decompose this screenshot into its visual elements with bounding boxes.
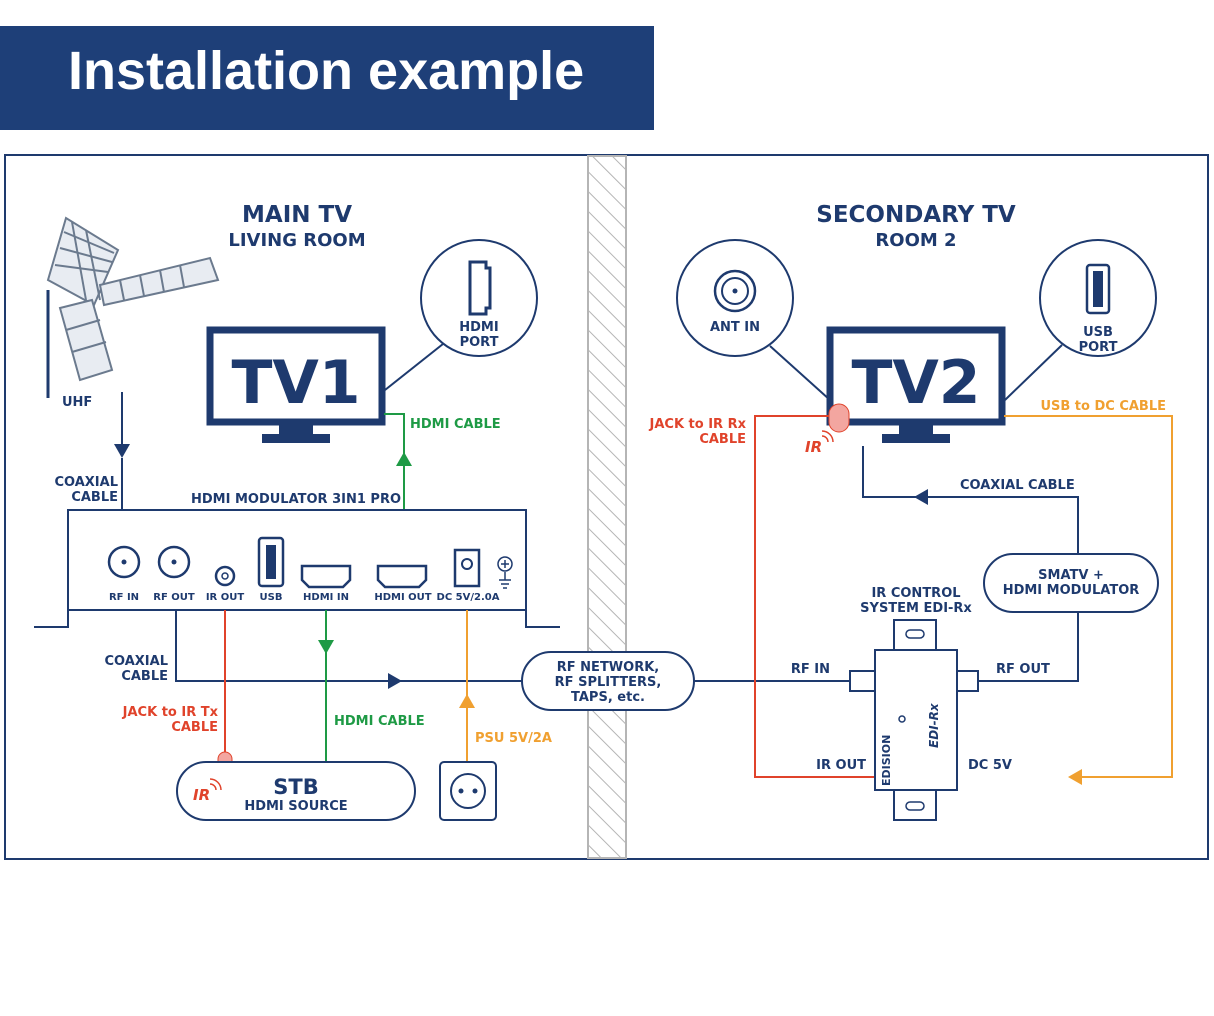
psu-label: PSU 5V/2A — [475, 731, 552, 746]
ir-out-port-icon — [214, 565, 236, 587]
tv1-label: TV1 — [231, 348, 360, 418]
tv2-label: TV2 — [851, 348, 980, 418]
ground-icon — [497, 556, 513, 589]
tv2-ir-badge: IR — [805, 438, 822, 456]
modulator-port-label: RF IN — [109, 592, 139, 603]
usb-port-callout-line — [1004, 344, 1063, 401]
usb-dc-cable-line — [1004, 415, 1173, 778]
ant-in-label: ANT IN — [710, 320, 760, 335]
dc-5v-label: DC 5V — [968, 758, 1012, 773]
rf-network-label-2: RF SPLITTERS, — [555, 675, 662, 690]
ir-control-label-2: SYSTEM EDI-Rx — [860, 601, 972, 616]
hdmi-cable-bottom-label: HDMI CABLE — [334, 714, 425, 729]
modulator-port-label: RF OUT — [153, 592, 195, 603]
hdmi-cable-top-label: HDMI CABLE — [410, 417, 501, 432]
smatv-label-2: HDMI MODULATOR — [1003, 583, 1140, 598]
stb-subtitle: HDMI SOURCE — [244, 799, 347, 814]
stb-title: STB — [273, 775, 318, 799]
coaxial-cable-tv2-line — [862, 446, 1079, 554]
rf-out-label: RF OUT — [996, 662, 1050, 677]
page-title: Installation example — [68, 41, 585, 101]
jack-ir-tx-label-1: JACK to IR Tx — [122, 705, 219, 720]
jack-ir-tx-label-2: CABLE — [171, 720, 218, 735]
coaxial-cable-rf-line — [175, 610, 522, 682]
hdmi-cable-tv1-line — [384, 413, 405, 510]
jack-ir-rx-label-2: CABLE — [699, 432, 746, 447]
modulator-port-label: HDMI OUT — [374, 592, 431, 603]
smatv-box — [983, 553, 1159, 613]
power-socket — [439, 761, 497, 821]
usb-port-label-2: PORT — [1079, 340, 1118, 355]
secondary-room-title: SECONDARY TV — [816, 202, 1016, 228]
ir-rx-receiver — [828, 403, 850, 433]
hdmi-in-port-icon — [300, 564, 352, 589]
jack-ir-rx-label-1: JACK to IR Rx — [649, 417, 747, 432]
coaxial-cable-top-label-2: CABLE — [71, 490, 118, 505]
coaxial-cable-top-label-1: COAXIAL — [54, 475, 118, 490]
modulator-body — [34, 509, 560, 628]
hdmi-cable-down-arrow — [318, 640, 334, 654]
ant-in-callout-line — [769, 345, 831, 401]
secondary-room-subtitle: ROOM 2 — [875, 230, 956, 251]
ir-control-label-1: IR CONTROL — [871, 586, 960, 601]
coaxial-cable-right-label: COAXIAL CABLE — [960, 478, 1075, 493]
tv1-monitor — [206, 326, 386, 443]
coaxial-cable-bottom-label-1: COAXIAL — [104, 654, 168, 669]
stb-ir-signal-icon — [209, 778, 222, 791]
hdmi-port-label-2: PORT — [460, 335, 499, 350]
smatv-label-1: SMATV + — [1038, 568, 1104, 583]
modulator-port-label: IR OUT — [206, 592, 245, 603]
uhf-antenna-icon — [46, 216, 220, 398]
tv2-monitor — [826, 326, 1006, 443]
wall — [587, 155, 627, 859]
psu-up-arrow — [459, 694, 475, 708]
modulator-title: HDMI MODULATOR 3IN1 PRO — [191, 492, 401, 507]
modulator-port-label: DC 5V/2.0A — [437, 592, 500, 603]
rf-network-label-3: TAPS, etc. — [571, 690, 645, 705]
title-banner — [0, 26, 654, 130]
hdmi-port-callout — [420, 239, 538, 357]
usb-dc-left-arrow — [1068, 769, 1082, 785]
ir-out-label: IR OUT — [816, 758, 866, 773]
main-room-subtitle: LIVING ROOM — [228, 230, 365, 251]
stb-box — [176, 761, 416, 821]
hdmi-port-icon — [468, 260, 492, 316]
modulator-port-label: USB — [260, 592, 283, 603]
edi-rf-out-line — [978, 612, 1079, 682]
ant-in-callout — [676, 239, 794, 357]
edi-brand-label: EDISION — [880, 735, 893, 786]
hdmi-port-label-1: HDMI — [459, 320, 498, 335]
edi-rx-device — [849, 619, 979, 821]
hdmi-cable-up-arrow — [396, 452, 412, 466]
main-room-title: MAIN TV — [242, 202, 352, 228]
stb-ir-badge: IR — [193, 786, 210, 804]
modulator-port-label: HDMI IN — [303, 592, 349, 603]
coaxial-right-arrow — [388, 673, 402, 689]
antenna-label: UHF — [62, 395, 92, 410]
rf-network-label-1: RF NETWORK, — [557, 660, 659, 675]
antenna-down-arrow — [114, 444, 130, 458]
usb-port-label-1: USB — [1083, 325, 1113, 340]
hdmi-port-callout-line — [384, 339, 449, 391]
coaxial-cable-bottom-label-2: CABLE — [121, 669, 168, 684]
ir-rx-cable-line — [754, 415, 875, 778]
coaxial-tv2-left-arrow — [914, 489, 928, 505]
usb-dc-cable-label: USB to DC CABLE — [1040, 399, 1166, 414]
tv2-ir-signal-icon — [821, 430, 834, 443]
edi-model-label: EDI-Rx — [927, 702, 941, 748]
rf-in-label: RF IN — [791, 662, 830, 677]
hdmi-out-port-icon — [376, 564, 428, 589]
antenna-connector-icon — [713, 269, 757, 313]
